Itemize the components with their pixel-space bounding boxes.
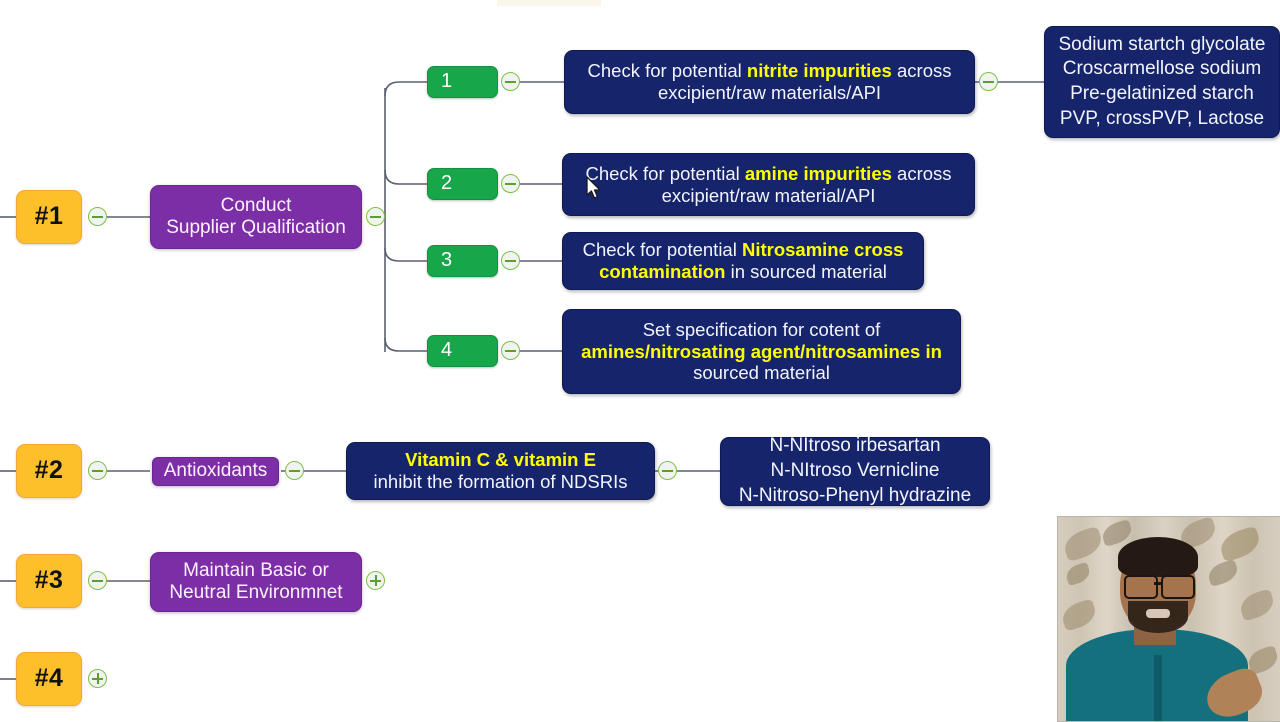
nitroso-line-3: N-Nitroso-Phenyl hydrazine (738, 484, 972, 506)
toggle-root-2[interactable] (88, 461, 107, 480)
topic-node-supplier-qualification[interactable]: Conduct Supplier Qualification (150, 185, 362, 249)
leaf-node-nitrosamine-cross-contamination[interactable]: Check for potential Nitrosamine cross co… (562, 232, 924, 290)
topic-line-2: Supplier Qualification (166, 217, 346, 238)
toggle-index-3[interactable] (501, 251, 520, 270)
presenter-glasses-bridge (1154, 582, 1162, 585)
toggle-topic-maintain-environment[interactable] (366, 571, 385, 590)
index-node-1[interactable]: 1 (427, 66, 498, 98)
excipient-line-1: Sodium startch glycolate (1058, 33, 1266, 55)
presenter-glasses-left (1124, 575, 1158, 599)
toggle-root-1[interactable] (88, 207, 107, 226)
excipient-line-4: PVP, crossPVP, Lactose (1059, 107, 1265, 129)
nitroso-line-2: N-NItroso Vernicline (770, 460, 940, 482)
root-node-2[interactable]: #2 (16, 444, 82, 498)
leaf-node-vitamin-ndsri[interactable]: Vitamin C & vitamin E inhibit the format… (346, 442, 655, 500)
root-node-3[interactable]: #3 (16, 554, 82, 608)
toggle-root-3[interactable] (88, 571, 107, 590)
leaf-text-3-highlight: Nitrosamine cross contamination (599, 239, 904, 282)
vitamin-headline: Vitamin C & vitamin E (405, 449, 596, 471)
excipient-line-2: Croscarmellose sodium (1062, 58, 1262, 80)
leaf-text-3-part-1: Check for potential (582, 239, 742, 261)
leaf-text-2-part-1: Check for potential (585, 162, 745, 184)
leaf-text-4-part-1: Set specification for cotent of (642, 319, 881, 341)
leaf-text-1-part-3: across excipient/raw materials/API (657, 60, 952, 103)
leaf-text-4-part-3: sourced material (693, 362, 830, 384)
topic-node-maintain-environment[interactable]: Maintain Basic or Neutral Environmnet (150, 552, 362, 612)
leaf-text-3-part-3: in sourced material (725, 261, 887, 282)
toggle-topic-antioxidants[interactable] (285, 461, 304, 480)
leaf-node-amine-impurities[interactable]: Check for potential amine impurities acr… (562, 153, 975, 216)
environment-line-1: Maintain Basic or (183, 559, 329, 581)
presenter-mouth (1146, 609, 1170, 618)
excipient-line-3: Pre-gelatinized starch (1070, 83, 1254, 104)
leaf-node-set-specification[interactable]: Set specification for cotent of amines/n… (562, 309, 961, 394)
environment-line-2: Neutral Environmnet (169, 582, 343, 603)
root-node-4[interactable]: #4 (16, 652, 82, 706)
detail-node-excipients[interactable]: Sodium startch glycolate Croscarmellose … (1044, 26, 1280, 138)
index-node-3[interactable]: 3 (427, 245, 498, 277)
toggle-root-4[interactable] (88, 669, 107, 688)
leaf-text-3: Check for potential Nitrosamine cross co… (575, 239, 911, 282)
mouse-cursor-icon (586, 176, 601, 199)
leaf-node-nitrite-impurities[interactable]: Check for potential nitrite impurities a… (564, 50, 975, 114)
leaf-text-1-highlight: nitrite impurities (746, 60, 892, 82)
leaf-text-4: Set specification for cotent of amines/n… (575, 319, 948, 384)
index-node-2[interactable]: 2 (427, 168, 498, 200)
presenter-shirt-placket (1154, 655, 1162, 721)
webcam-overlay[interactable] (1057, 516, 1280, 722)
leaf-text-4-highlight: amines/nitrosating agent/nitrosamines in (581, 340, 942, 362)
leaf-text-2-part-3: across excipient/raw material/API (661, 162, 952, 206)
toggle-index-1[interactable] (501, 72, 520, 91)
toggle-topic-supplier-qualification[interactable] (366, 207, 385, 226)
toggle-leaf-nitrite[interactable] (979, 72, 998, 91)
topic-line-1: Conduct (220, 194, 292, 216)
leaf-text-2: Check for potential amine impurities acr… (575, 163, 962, 206)
vitamin-subline: inhibit the formation of NDSRIs (373, 471, 628, 492)
nitroso-line-1: N-NItroso irbesartan (769, 435, 941, 457)
root-node-1[interactable]: #1 (16, 190, 82, 244)
presenter-hair (1118, 537, 1198, 577)
toggle-leaf-vitamin[interactable] (658, 461, 677, 480)
top-clipped-strip (497, 0, 601, 6)
toggle-index-4[interactable] (501, 341, 520, 360)
topic-node-antioxidants[interactable]: Antioxidants (152, 457, 279, 486)
leaf-text-1: Check for potential nitrite impurities a… (577, 60, 962, 103)
leaf-text-1-part-1: Check for potential (587, 60, 747, 82)
presenter-glasses-right (1161, 575, 1195, 599)
index-node-4[interactable]: 4 (427, 335, 498, 367)
toggle-index-2[interactable] (501, 174, 520, 193)
detail-node-nitroso-compounds[interactable]: N-NItroso irbesartan N-NItroso Verniclin… (720, 435, 990, 506)
leaf-text-2-highlight: amine impurities (744, 162, 892, 184)
